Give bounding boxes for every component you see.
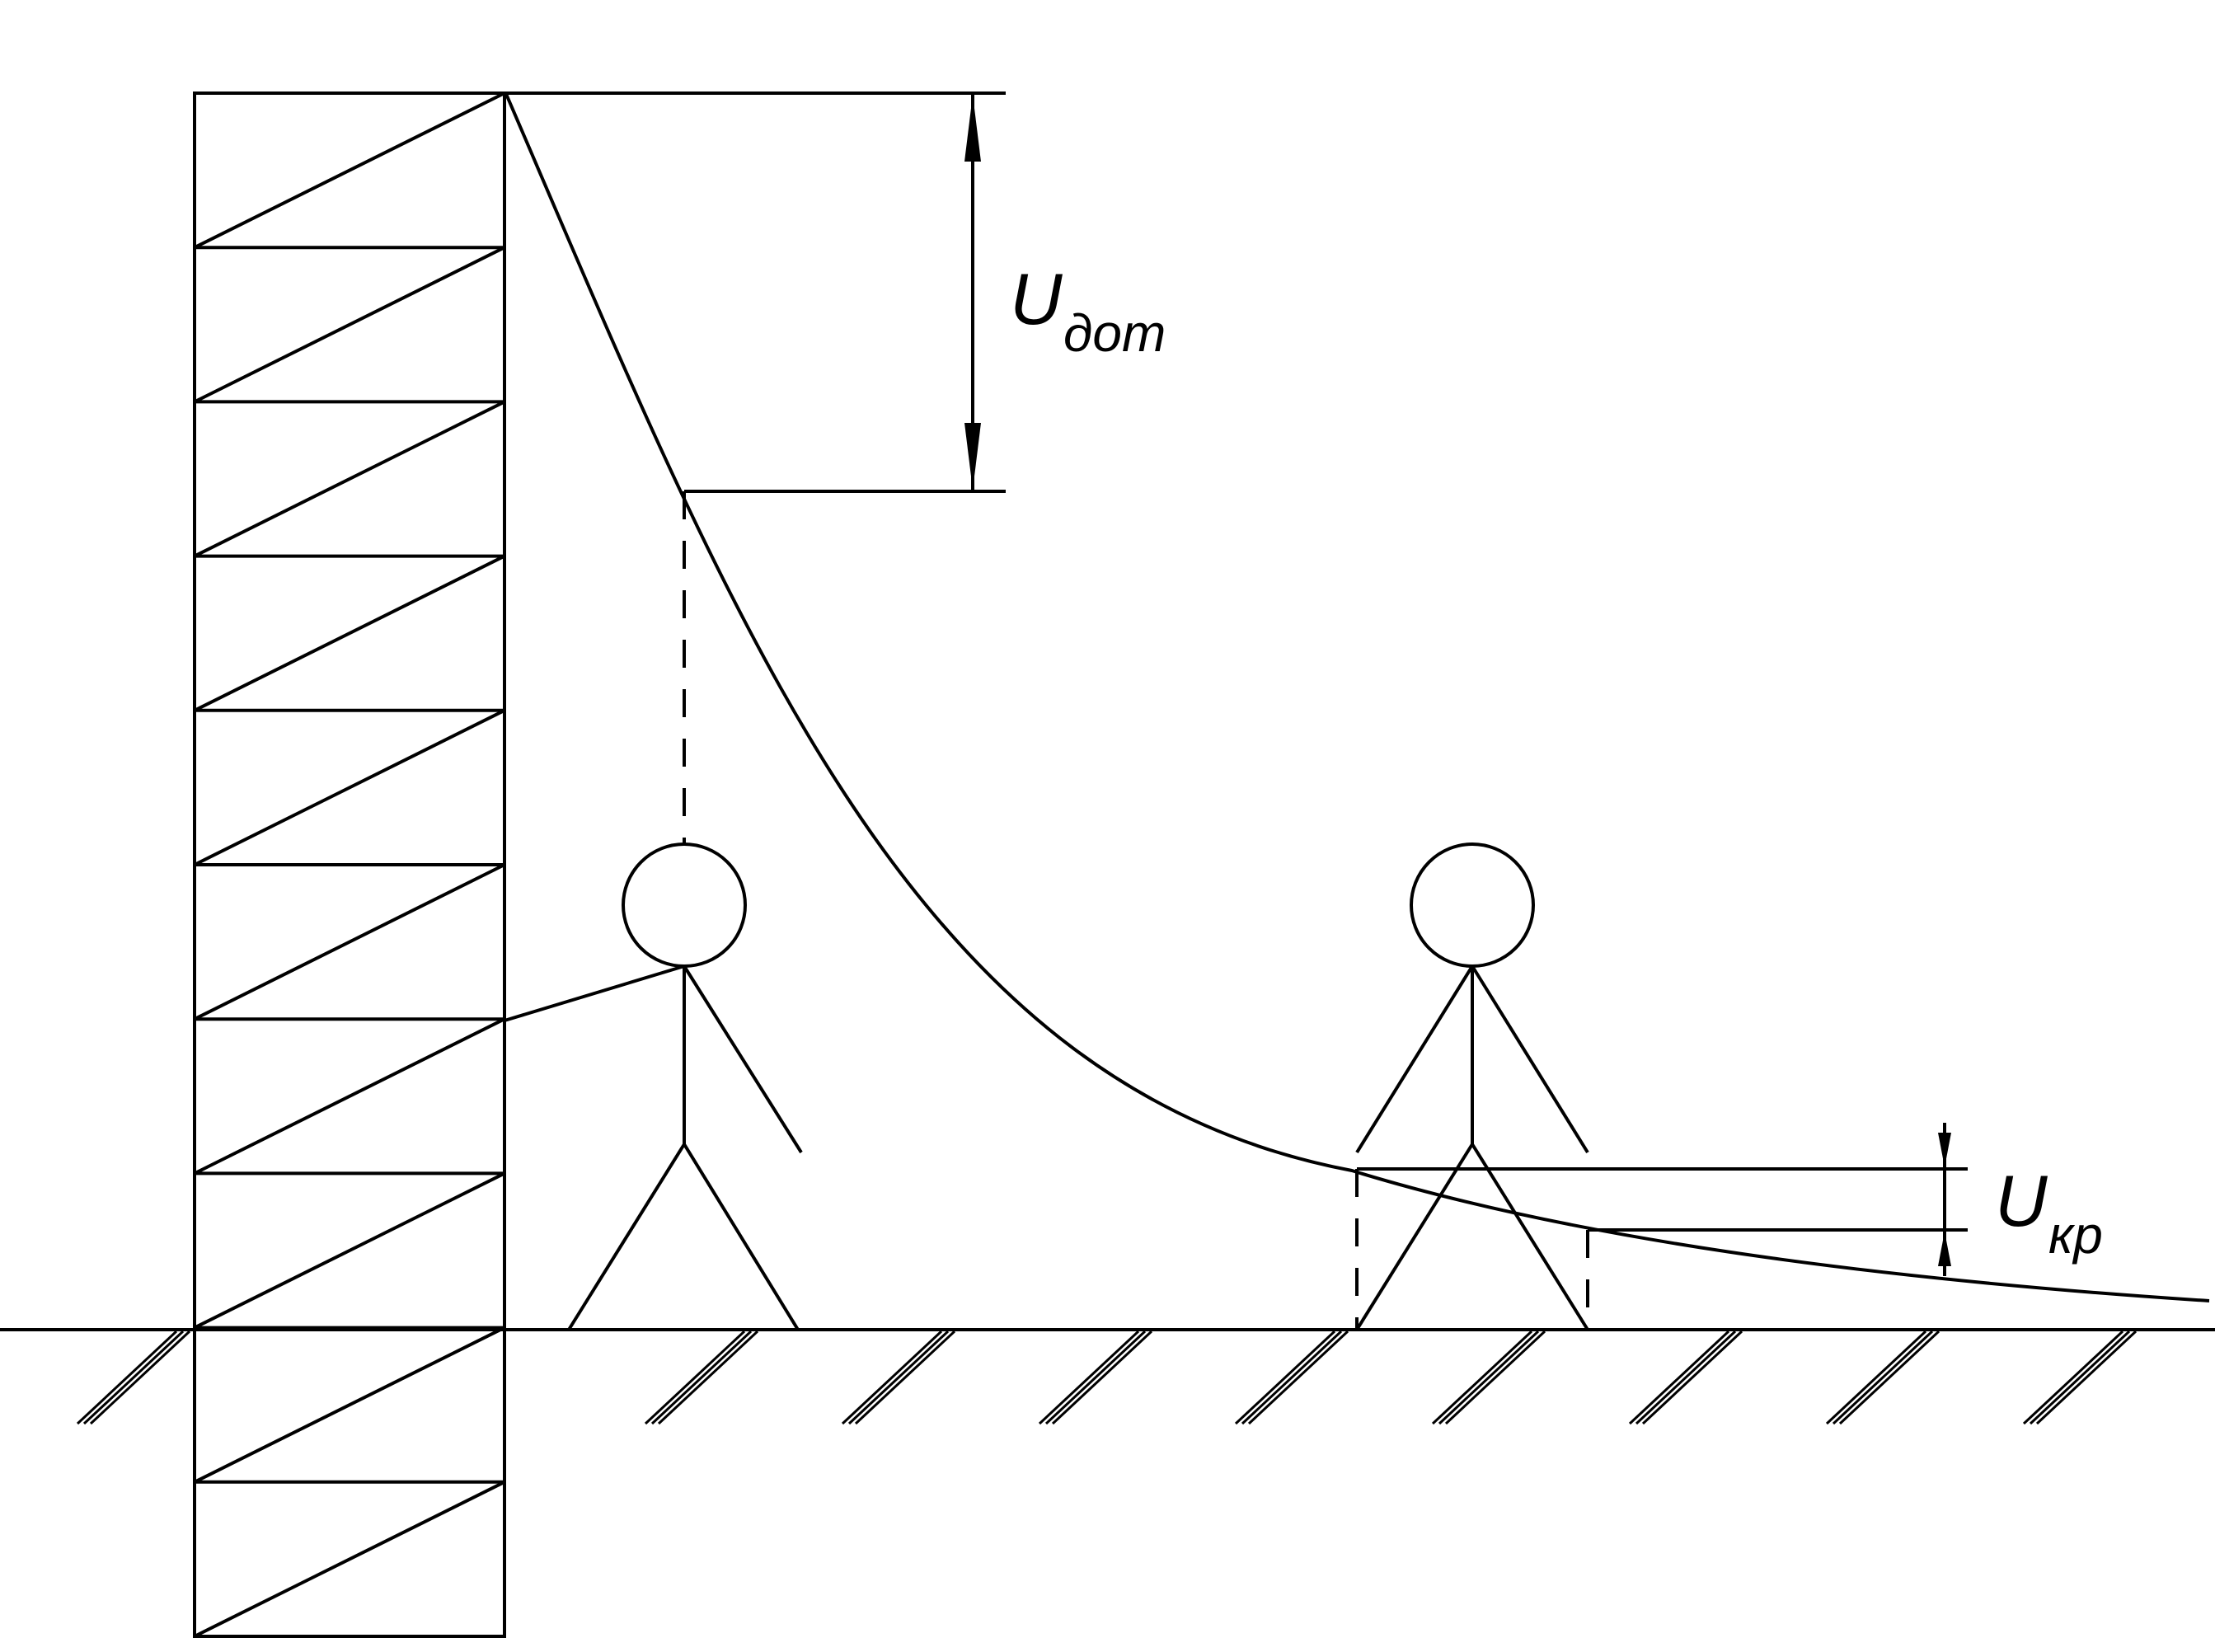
ground-hatch-stroke xyxy=(1628,1330,1730,1425)
arrow-up-icon xyxy=(1938,1232,1951,1266)
person-2-arm-left xyxy=(1355,964,1474,1154)
person-1-head xyxy=(622,842,747,968)
tower-diagonal xyxy=(194,1481,505,1638)
ground-hatch-stroke xyxy=(1444,1330,1546,1425)
tower-diagonal xyxy=(194,863,505,1021)
ground-hatch-stroke xyxy=(854,1330,956,1425)
ground-hatch-stroke xyxy=(1838,1330,1940,1425)
tower-diagonal xyxy=(194,246,505,404)
tower-diagonal xyxy=(194,1171,505,1330)
step-voltage-subscript: кр xyxy=(2048,1205,2103,1265)
ground-hatch-stroke xyxy=(841,1330,943,1425)
ground-hatch-stroke xyxy=(1051,1330,1153,1425)
ground-hatch-stroke xyxy=(1832,1330,1934,1425)
arrow-up-icon xyxy=(964,95,981,162)
arrow-down-icon xyxy=(964,423,981,490)
ground-hatch-stroke xyxy=(1438,1330,1540,1425)
ground-hatch-stroke xyxy=(1825,1330,1927,1425)
ground-hatch-stroke xyxy=(1241,1330,1343,1425)
person-2-head xyxy=(1410,842,1535,968)
ground-hatch-stroke xyxy=(82,1330,185,1425)
person-2-leg-right xyxy=(1471,1143,1589,1331)
person-touching-tower xyxy=(504,842,803,1331)
ground-hatch-stroke xyxy=(76,1330,178,1425)
ground-hatch-stroke xyxy=(1234,1330,1336,1425)
person-1-arm xyxy=(683,964,803,1154)
ground-hatch-stroke xyxy=(847,1330,950,1425)
ground-hatch-stroke xyxy=(650,1330,753,1425)
tower-diagonal xyxy=(194,554,505,712)
ground-hatch-stroke xyxy=(2022,1330,2124,1425)
ground-hatch-stroke xyxy=(2035,1330,2138,1425)
ground-hatch-stroke xyxy=(644,1330,746,1425)
step-voltage-dimension: U кр xyxy=(1355,1123,2103,1330)
person-2-leg-left xyxy=(1355,1143,1474,1331)
ground-hatch-stroke xyxy=(1641,1330,1743,1425)
ground-hatch-stroke xyxy=(2029,1330,2131,1425)
ground-hatch-stroke xyxy=(89,1330,191,1425)
step-voltage-symbol: U xyxy=(1995,1160,2048,1241)
potential-curve xyxy=(504,93,2210,1302)
person-2-arm-right xyxy=(1471,964,1589,1154)
tower-diagonal xyxy=(194,709,505,866)
ground-hatch-stroke xyxy=(657,1330,759,1425)
touch-voltage-dimension: U дот xyxy=(506,92,1166,844)
touch-voltage-subscript: дот xyxy=(1063,303,1166,363)
ground-hatch-stroke xyxy=(1635,1330,1737,1425)
tower-structure xyxy=(193,92,506,1638)
tower-diagonal xyxy=(194,1326,505,1484)
ground xyxy=(0,1328,2215,1425)
ground-hatching xyxy=(76,1330,2138,1425)
tower-diagonal xyxy=(194,1017,505,1176)
ground-hatch-stroke xyxy=(1247,1330,1349,1425)
person-1-arm-touching xyxy=(504,964,685,1022)
arrow-down-icon xyxy=(1938,1133,1951,1167)
tower-diagonal xyxy=(194,92,505,249)
tower-diagonal xyxy=(194,400,505,558)
person-1-leg-left xyxy=(567,1143,686,1331)
touch-voltage-symbol: U xyxy=(1010,258,1063,340)
ground-hatch-stroke xyxy=(1431,1330,1533,1425)
tower-rungs xyxy=(194,92,505,1638)
person-stepping xyxy=(1355,842,1589,1331)
person-1-leg-right xyxy=(683,1143,800,1331)
ground-hatch-stroke xyxy=(1038,1330,1140,1425)
ground-hatch-stroke xyxy=(1044,1330,1147,1425)
